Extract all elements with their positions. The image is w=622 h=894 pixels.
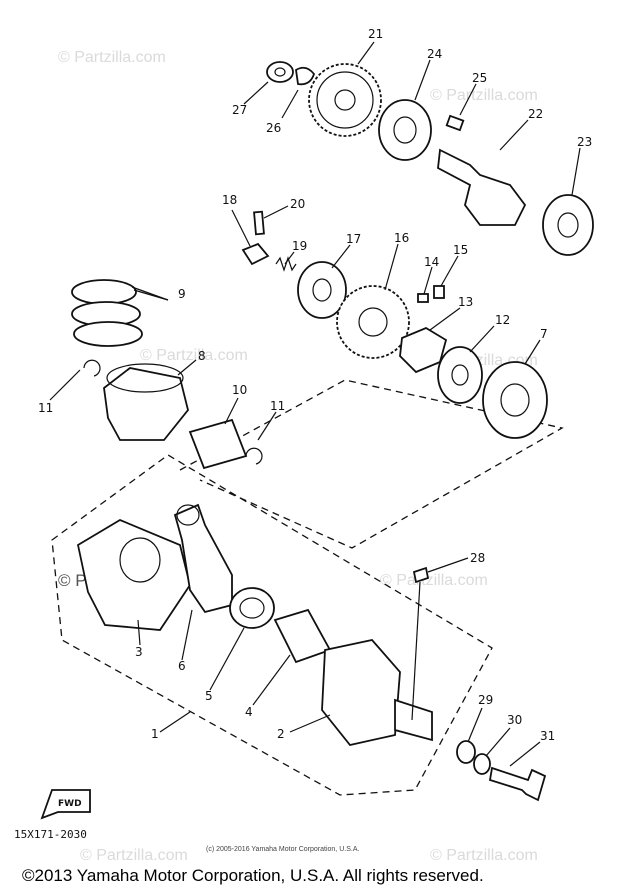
diagram-code: 15X171-2030: [14, 828, 87, 841]
callout-17: 17: [346, 232, 361, 246]
balancer-assembly-outline: [179, 379, 564, 549]
key-15: [433, 285, 445, 299]
callout-18: 18: [222, 193, 237, 207]
watermark: © Partzilla.com: [140, 347, 248, 364]
callout-23: 23: [577, 135, 592, 149]
plate-12: [437, 346, 483, 404]
fwd-label: FWD: [58, 799, 82, 809]
callout-28: 28: [470, 551, 485, 565]
piston-pin-10: [188, 418, 248, 470]
callout-3: 3: [135, 645, 143, 659]
bolt-31: [488, 766, 547, 802]
callout-19: 19: [292, 239, 307, 253]
spring-19: [275, 256, 297, 272]
inner-copyright: (c) 2005-2016 Yamaha Motor Corporation, …: [206, 846, 360, 853]
callout-11b: 11: [270, 399, 285, 413]
callouts: 1 2 3 4 5 6 7 8 9 10 11 11 12 13 14 15 1…: [38, 27, 592, 743]
lock-washer-26: [295, 66, 316, 86]
crank-shaft-end: [394, 698, 433, 742]
fwd-arrow-icon: [40, 789, 91, 820]
piston-pin-clip-11: [83, 359, 101, 377]
piston-group: [71, 279, 263, 470]
callout-5: 5: [205, 689, 213, 703]
crank-pin-4: [273, 608, 332, 664]
watermark: © Partzilla.com: [430, 87, 538, 104]
nut-27: [266, 61, 294, 83]
callout-1: 1: [151, 727, 159, 741]
piston-pin-clip-11b: [245, 447, 263, 465]
watermark: © Partzilla.com: [80, 847, 188, 864]
callout-15: 15: [453, 243, 468, 257]
callout-2: 2: [277, 727, 285, 741]
primary-drive-gear-16: [336, 285, 410, 359]
bearing-24: [378, 99, 432, 161]
washer-30: [473, 753, 491, 775]
balancer-driven-gear-21: [308, 63, 382, 137]
watermark: © Partzilla.com: [58, 49, 166, 66]
fwd-arrow: FWD: [40, 789, 91, 820]
callout-14: 14: [424, 255, 439, 269]
leader-lines: [49, 41, 581, 767]
balancer-shaft-22: [437, 148, 527, 226]
callout-8: 8: [198, 349, 206, 363]
drive-gear-group: [241, 210, 548, 439]
balancer-group: [266, 61, 594, 256]
callout-20: 20: [290, 197, 305, 211]
callout-25: 25: [472, 71, 487, 85]
callout-4: 4: [245, 705, 253, 719]
piston-ring-9: [71, 279, 137, 305]
callout-16: 16: [394, 231, 409, 245]
piston-8: [103, 367, 189, 441]
plate-17: [297, 261, 347, 319]
callout-12: 12: [495, 313, 510, 327]
washer-29: [456, 740, 476, 764]
key-25: [445, 114, 465, 132]
callout-27: 27: [232, 103, 247, 117]
plunger-18: [241, 242, 270, 266]
piston-ring-9: [73, 321, 143, 347]
callout-11: 11: [38, 401, 53, 415]
watermark: © Partzilla.com: [430, 847, 538, 864]
callout-31: 31: [540, 729, 555, 743]
callout-24: 24: [427, 47, 442, 61]
callout-10: 10: [232, 383, 247, 397]
callout-6: 6: [178, 659, 186, 673]
callout-22: 22: [528, 107, 543, 121]
callout-30: 30: [507, 713, 522, 727]
bearing-23: [542, 194, 594, 256]
callout-13: 13: [458, 295, 473, 309]
callout-29: 29: [478, 693, 493, 707]
callout-7: 7: [540, 327, 548, 341]
woodruff-key-28: [412, 566, 430, 584]
pin-20: [253, 210, 265, 236]
bearing-7: [482, 361, 548, 439]
crank-wheel-3: [76, 518, 191, 631]
crankshaft-group: [76, 503, 547, 802]
key-14: [417, 293, 429, 303]
watermark: © Partzilla.com: [380, 572, 488, 589]
crank-wheel-2: [321, 639, 401, 747]
callout-26: 26: [266, 121, 281, 135]
footer-copyright: ©2013 Yamaha Motor Corporation, U.S.A. A…: [22, 866, 484, 885]
needle-bearing-5: [229, 587, 275, 629]
callout-9: 9: [178, 287, 186, 301]
callout-21: 21: [368, 27, 383, 41]
